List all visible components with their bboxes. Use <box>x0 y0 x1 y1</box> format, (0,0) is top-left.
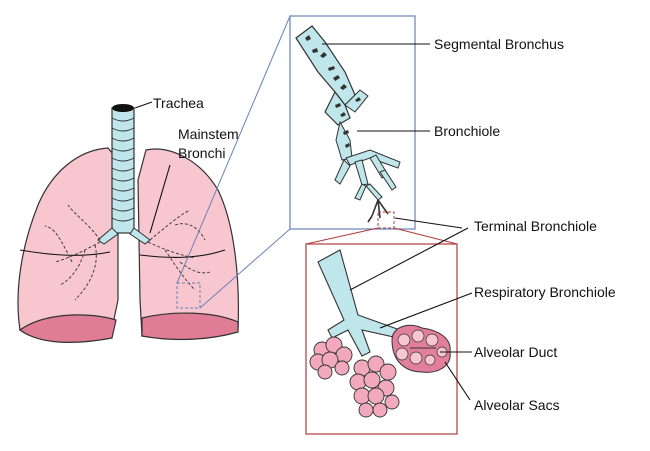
alveolar-duct-label: Alveolar Duct <box>474 344 557 360</box>
right-side-lung-base <box>141 312 239 341</box>
leader-lines <box>134 43 473 401</box>
lung-zoom-box <box>176 282 201 309</box>
alveolar-sac-sectioned <box>391 324 451 373</box>
respiratory-bronchiole-label: Respiratory Bronchiole <box>474 284 616 300</box>
alveolar-sacs-label: Alveolar Sacs <box>474 397 560 413</box>
right-side-lung <box>137 148 240 339</box>
trachea-label: Trachea <box>153 95 204 111</box>
lungs-illustration <box>17 104 240 343</box>
bronchial-branches-dashed <box>44 204 211 301</box>
left-side-lung <box>17 147 119 342</box>
bronchial-tree-illustration <box>295 25 401 229</box>
bronchiole-label: Bronchiole <box>434 123 500 139</box>
alveolar-cluster-left <box>309 336 353 380</box>
bronchiole-zoom-box <box>377 211 395 229</box>
terminal-bronchiole-label: Terminal Bronchiole <box>474 218 597 234</box>
mainstem-bronchi-label-line1: Mainstem <box>178 126 239 142</box>
mainstem-bronchi-label-line2: Bronchi <box>178 145 225 161</box>
alveoli-illustration <box>309 249 451 418</box>
trachea-tube <box>97 104 151 245</box>
segmental-bronchus-label: Segmental Bronchus <box>434 36 564 52</box>
left-side-lung-base <box>18 314 117 343</box>
alveolar-cluster-bottom <box>349 355 400 418</box>
